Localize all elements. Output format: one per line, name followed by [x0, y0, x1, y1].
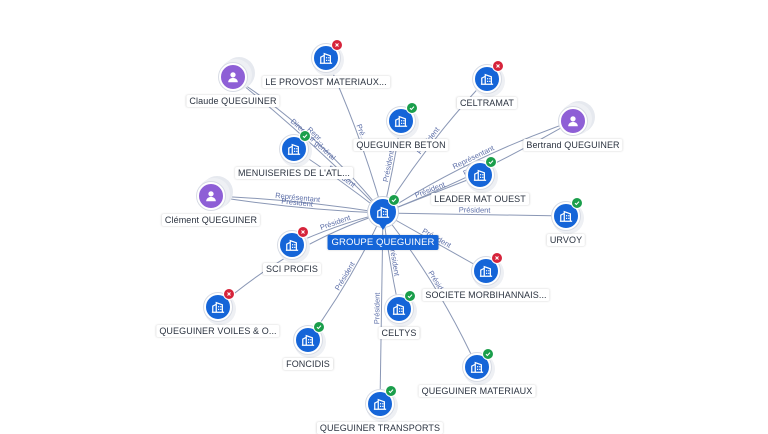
edge-provost: [325, 57, 384, 214]
edge-label-clement-10: Représentant: [275, 191, 322, 204]
node-label: QUEGUINER TRANSPORTS: [316, 422, 444, 434]
active-status-icon: [482, 348, 494, 360]
edge-label-transports-18: Président: [372, 292, 382, 325]
node-label: Claude QUEGUINER: [186, 95, 280, 107]
edge-label-clement-9: Président: [281, 197, 314, 209]
edge-materiaux: [382, 212, 478, 368]
edge-claude: [232, 76, 384, 214]
node-label: QUEGUINER VOILES & O...: [156, 325, 280, 337]
edge-label-beton-4: Président: [381, 149, 396, 183]
edge-urvoy: [382, 212, 567, 217]
active-status-icon: [571, 197, 583, 209]
active-status-icon: [404, 290, 416, 302]
closed-status-icon: [491, 252, 503, 264]
active-status-icon: [385, 385, 397, 397]
closed-status-icon: [297, 226, 309, 238]
node-label: LE PROVOST MATERIAUX...: [262, 76, 390, 88]
edge-label-urvoy-11: Président: [459, 205, 492, 215]
node-label: MENUISERIES DE L'ATL...: [235, 167, 353, 179]
edge-label-foncidis-16: Président: [333, 259, 357, 292]
closed-status-icon: [331, 39, 343, 51]
pin-marker: [379, 224, 387, 230]
active-status-icon: [388, 194, 400, 206]
node-label: SCI PROFIS: [262, 263, 322, 275]
node-label: CELTRAMAT: [456, 97, 518, 109]
node-label: QUEGUINER BETON: [353, 139, 449, 151]
active-status-icon: [485, 156, 497, 168]
node-label: SOCIETE MORBIHANNAIS...: [422, 289, 550, 301]
node-label: FONCIDIS: [283, 358, 333, 370]
node-label: CELTYS: [378, 327, 420, 339]
edge-clement: [210, 195, 384, 214]
node-label: Bertrand QUEGUINER: [523, 139, 623, 151]
node-label: LEADER MAT OUEST: [431, 193, 529, 205]
person-icon: [219, 63, 247, 91]
active-status-icon: [299, 130, 311, 142]
person-icon: [197, 182, 225, 210]
building-icon: [552, 202, 580, 230]
node-label: Clément QUEGUINER: [161, 214, 261, 226]
edge-label-sci-12: Président: [319, 213, 353, 232]
person-icon: [559, 107, 587, 135]
active-status-icon: [406, 102, 418, 114]
edge-clement: [210, 195, 384, 214]
node-label: GROUPE QUEGUINER: [327, 235, 439, 250]
node-label: URVOY: [546, 234, 586, 246]
edge-claude: [232, 76, 384, 214]
closed-status-icon: [223, 288, 235, 300]
closed-status-icon: [492, 60, 504, 72]
active-status-icon: [313, 321, 325, 333]
node-label: QUEGUINER MATERIAUX: [418, 385, 536, 397]
